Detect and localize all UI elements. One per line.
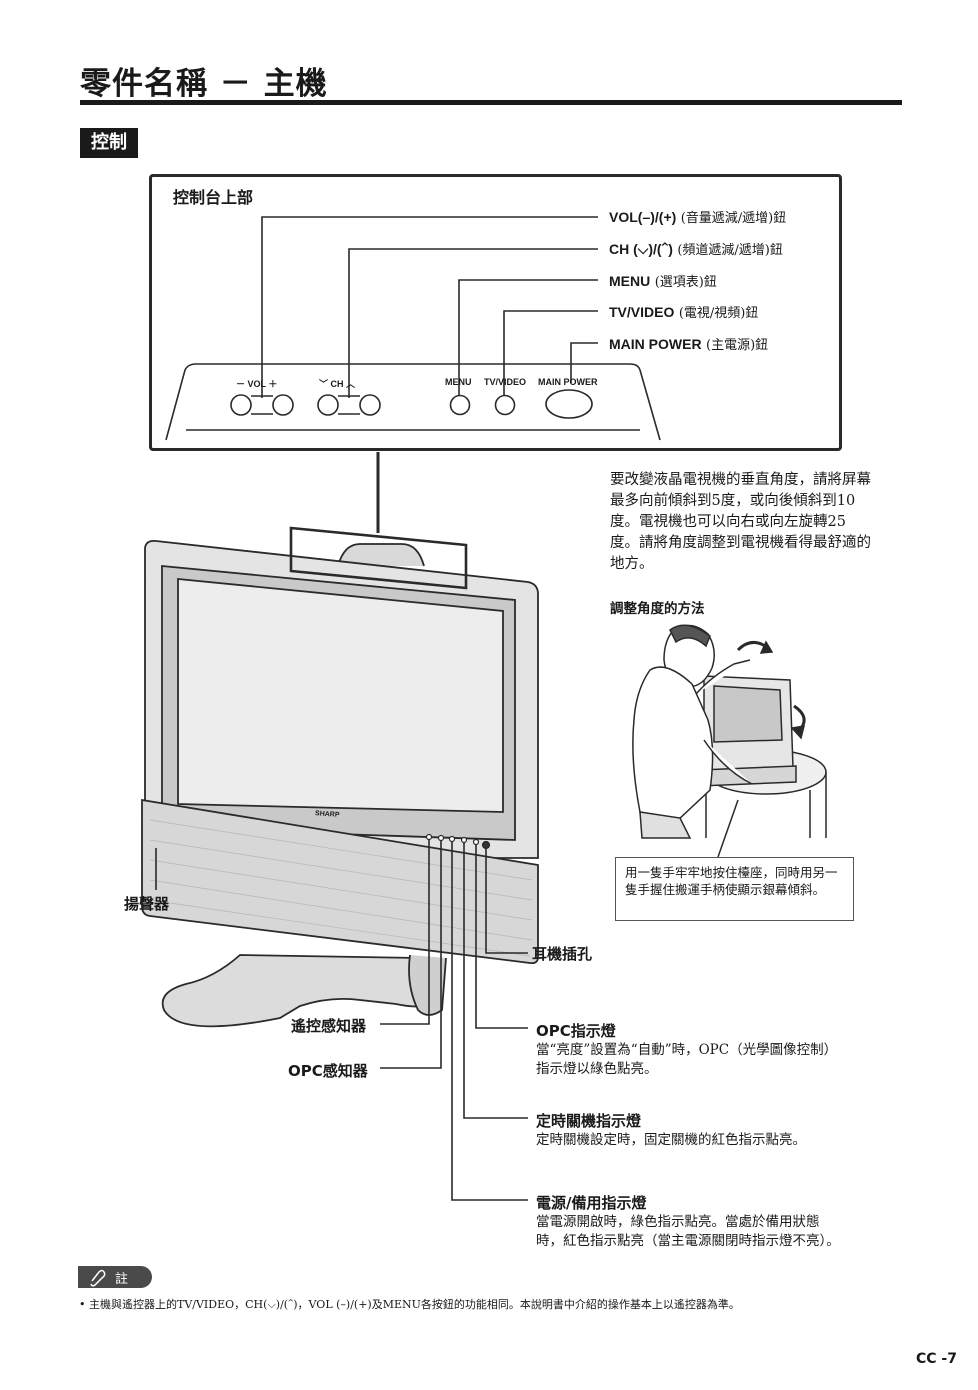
indicator-opc-desc: 當“亮度”設置為“自動”時，OPC（光學圖像控制）指示燈以綠色點亮。 <box>536 1042 838 1077</box>
indicator-sleep-title: 定時關機指示燈 <box>536 1112 642 1130</box>
panel-label-ch: ﹀ CH ︿ <box>319 379 356 389</box>
indicator-power-title: 電源/備用指示燈 <box>536 1194 647 1212</box>
callout-tvvideo: TV/VIDEO (電視/視頻)鈕 <box>609 304 759 321</box>
label-speaker: 揚聲器 <box>124 895 170 913</box>
title-rule <box>80 100 902 105</box>
callout-mainpower: MAIN POWER (主電源)鈕 <box>609 336 769 353</box>
hold-instruction-box: 用一隻手牢牢地按住檯座，同時用另一隻手握住搬運手柄使顯示銀幕傾斜。 <box>615 857 854 921</box>
label-opc-sensor: OPC感知器 <box>288 1062 368 1080</box>
note-badge <box>78 1266 152 1288</box>
section-badge: 控制 <box>80 128 138 158</box>
note-label: 註 <box>115 1272 129 1287</box>
tilt-instructions: 要改變液晶電視機的垂直角度，請將屏幕最多向前傾斜到5度，或向後傾斜到10度。電視… <box>610 472 871 572</box>
panel-label-mainpower: MAIN POWER <box>538 377 598 387</box>
indicator-opc: OPC指示燈 當“亮度”設置為“自動”時，OPC（光學圖像控制）指示燈以綠色點亮… <box>536 1020 846 1079</box>
callout-ch: CH (⌵)/(⌃) (頻道遞減/遞增)鈕 <box>609 241 783 258</box>
indicator-sleep-desc: 定時關機設定時，固定關機的紅色指示點亮。 <box>536 1132 806 1148</box>
indicator-opc-title: OPC指示燈 <box>536 1022 616 1040</box>
person-adjusting-illustration <box>632 624 827 858</box>
indicator-sleep-timer: 定時關機指示燈 定時關機設定時，固定關機的紅色指示點亮。 <box>536 1110 846 1150</box>
paperclip-icon <box>90 1269 106 1287</box>
panel-label-tvvideo: TV/VIDEO <box>484 377 527 387</box>
tv-illustration <box>141 526 539 1028</box>
adjust-heading: 調整角度的方法 <box>610 601 705 617</box>
label-remote-sensor: 遙控感知器 <box>291 1017 367 1035</box>
controls-box-title: 控制台上部 <box>173 188 254 207</box>
page-title: 零件名稱 － 主機 <box>80 66 328 102</box>
indicator-power-desc: 當電源開啟時，綠色指示點亮。當處於備用狀態時，紅色指示點亮（當主電源關閉時指示燈… <box>536 1214 840 1249</box>
page-number: CC -7 <box>916 1351 957 1367</box>
callout-vol: VOL(–)/(+) (音量遞減/遞增)鈕 <box>609 209 787 226</box>
label-headphone-jack: 耳機插孔 <box>532 945 593 963</box>
panel-label-vol: － VOL ＋ <box>236 379 278 389</box>
note-text: • 主機與遙控器上的TV/VIDEO，CH(⌵)/(⌃)，VOL (–)/(+)… <box>79 1298 740 1311</box>
control-panel <box>165 363 661 441</box>
callout-menu: MENU (選項表)鈕 <box>609 273 717 290</box>
panel-label-menu: MENU <box>445 377 472 387</box>
indicator-power: 電源/備用指示燈 當電源開啟時，綠色指示點亮。當處於備用狀態時，紅色指示點亮（當… <box>536 1192 846 1251</box>
controls-box <box>149 174 842 451</box>
